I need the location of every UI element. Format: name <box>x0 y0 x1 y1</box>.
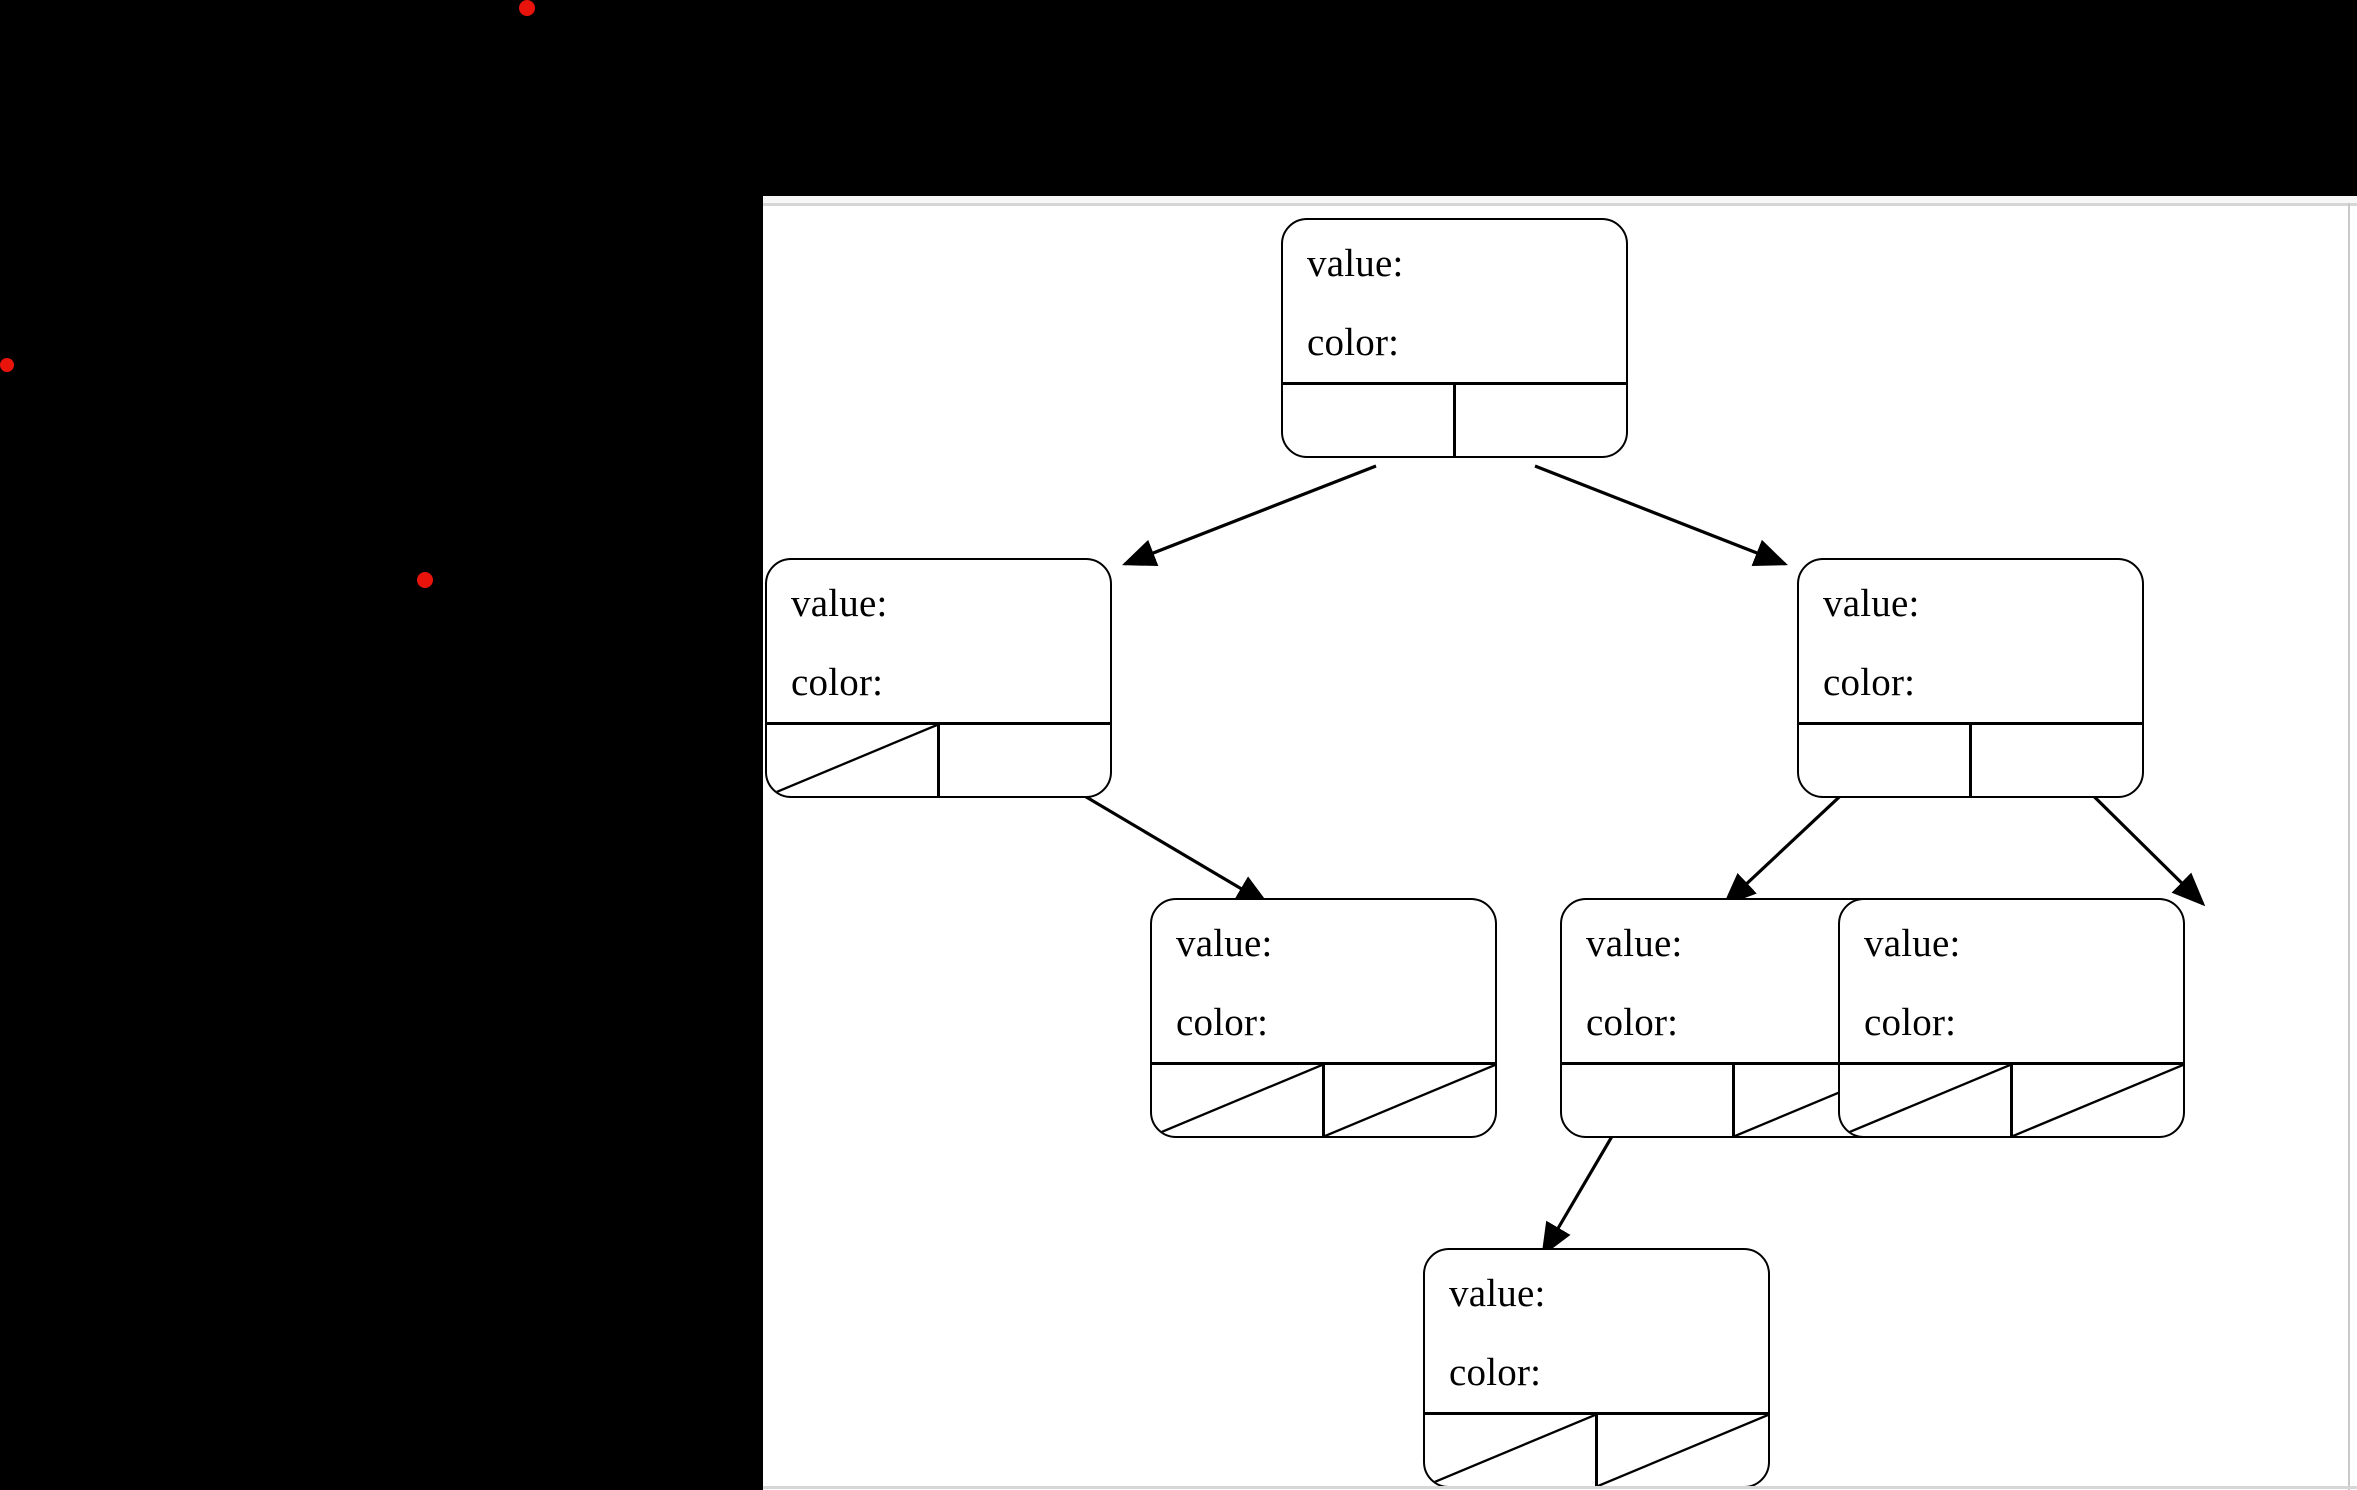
marker-dot-middle <box>417 572 433 588</box>
node-right-left-body: value: color: <box>1562 900 1905 1066</box>
node-right-left-value-label: value: <box>1586 922 1683 965</box>
node-root-body: value: color: <box>1283 220 1626 386</box>
node-root-right-pointer-cell[interactable] <box>1453 385 1626 456</box>
node-deep-value-label: value: <box>1449 1272 1546 1315</box>
node-deep-color-label: color: <box>1449 1351 1542 1394</box>
node-left-right-pointer-row <box>1152 1062 1495 1136</box>
marker-dot-top <box>519 0 535 16</box>
tree-node-right-child[interactable]: value: color: <box>1797 558 2144 798</box>
node-right-left-left-pointer-cell[interactable] <box>1562 1065 1732 1136</box>
panel-bottom-rule <box>763 1486 2357 1489</box>
node-right-right-pointer-cell[interactable] <box>1969 725 2142 796</box>
node-deep-pointer-row <box>1425 1412 1768 1486</box>
node-right-right-value-label: value: <box>1864 922 1961 965</box>
node-right-color-label: color: <box>1823 661 1916 704</box>
node-left-left-pointer-cell[interactable] <box>767 725 937 796</box>
node-right-right-pointer-row <box>1840 1062 2183 1136</box>
tree-node-root[interactable]: value: color: <box>1281 218 1628 458</box>
panel-right-rule <box>2348 203 2350 1490</box>
node-left-right-body: value: color: <box>1152 900 1495 1066</box>
node-right-right-color-label: color: <box>1864 1001 1957 1044</box>
node-root-color-label: color: <box>1307 321 1400 364</box>
node-right-body: value: color: <box>1799 560 2142 726</box>
node-left-right-left-pointer-cell[interactable] <box>1152 1065 1322 1136</box>
null-pointer-slash-icon <box>1425 1415 1595 1486</box>
node-root-left-pointer-cell[interactable] <box>1283 385 1453 456</box>
null-pointer-slash-icon <box>767 725 937 796</box>
edge-root-to-left-child <box>1122 464 1377 567</box>
node-left-right-right-pointer-cell[interactable] <box>1322 1065 1495 1136</box>
node-right-pointer-row <box>1799 722 2142 796</box>
null-pointer-slash-icon <box>1325 1065 1495 1136</box>
tree-node-left-child[interactable]: value: color: <box>765 558 1112 798</box>
node-left-value-label: value: <box>791 582 888 625</box>
marker-dot-left <box>0 358 14 372</box>
tree-node-right-right-grandchild[interactable]: value: color: <box>1838 898 2185 1138</box>
tree-node-left-right-grandchild[interactable]: value: color: <box>1150 898 1497 1138</box>
diagram-viewport[interactable]: value: color: value: color: <box>763 203 2357 1490</box>
edge-root-to-right-child <box>1534 464 1788 567</box>
node-right-value-label: value: <box>1823 582 1920 625</box>
node-root-value-label: value: <box>1307 242 1404 285</box>
null-pointer-slash-icon <box>1840 1065 2010 1136</box>
node-right-right-left-pointer-cell[interactable] <box>1840 1065 2010 1136</box>
node-root-pointer-row <box>1283 382 1626 456</box>
null-pointer-slash-icon <box>1152 1065 1322 1136</box>
node-left-pointer-row <box>767 722 1110 796</box>
node-left-right-color-label: color: <box>1176 1001 1269 1044</box>
node-left-color-label: color: <box>791 661 884 704</box>
node-deep-left-pointer-cell[interactable] <box>1425 1415 1595 1486</box>
node-deep-body: value: color: <box>1425 1250 1768 1416</box>
node-left-body: value: color: <box>767 560 1110 726</box>
node-right-left-color-label: color: <box>1586 1001 1679 1044</box>
node-right-right-right-pointer-cell[interactable] <box>2010 1065 2183 1136</box>
panel-top-strip <box>763 196 2357 204</box>
node-deep-right-pointer-cell[interactable] <box>1595 1415 1768 1486</box>
null-pointer-slash-icon <box>1598 1415 1768 1486</box>
tree-node-deep-leaf[interactable]: value: color: <box>1423 1248 1770 1488</box>
null-pointer-slash-icon <box>2013 1065 2183 1136</box>
node-right-left-pointer-cell[interactable] <box>1799 725 1969 796</box>
node-left-right-pointer-cell[interactable] <box>937 725 1110 796</box>
node-right-right-body: value: color: <box>1840 900 2183 1066</box>
node-left-right-value-label: value: <box>1176 922 1273 965</box>
